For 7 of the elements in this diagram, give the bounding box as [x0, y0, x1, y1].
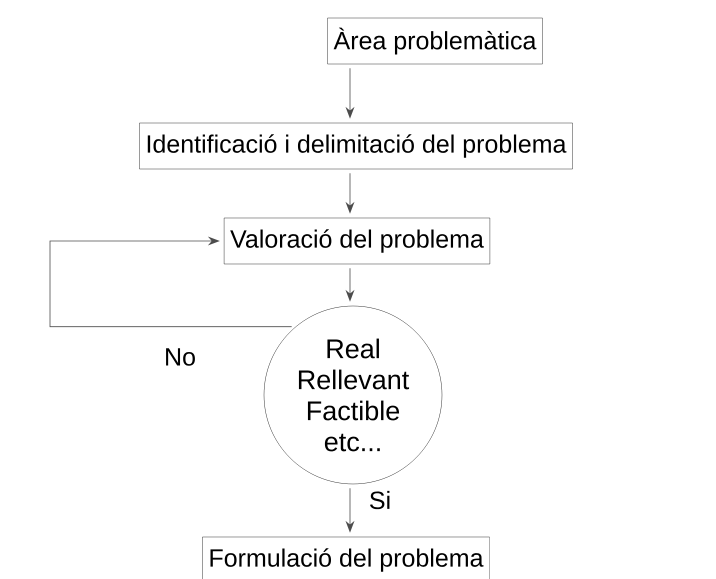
edge-label: No: [162, 346, 198, 368]
process-box: Valoració del problema: [224, 218, 490, 264]
edge-label: Si: [366, 488, 394, 512]
process-box: Formulació del problema: [202, 536, 490, 579]
process-box: Àrea problemàtica: [327, 18, 543, 64]
arrow: [50, 236, 292, 328]
process-box: Identificació i delimitació del problema: [139, 122, 573, 170]
